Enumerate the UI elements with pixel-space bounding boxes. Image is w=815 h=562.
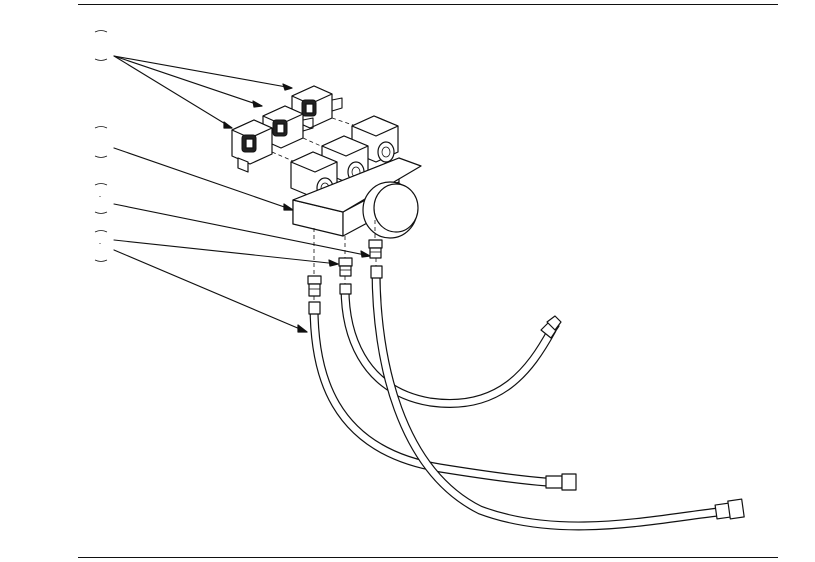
fitting-2: [338, 257, 353, 277]
hose-ferrules: [308, 265, 383, 315]
hose-2: [340, 283, 562, 408]
callout-2: [94, 126, 294, 211]
fitting-1: [307, 275, 322, 297]
coil-connector-1: [231, 119, 273, 173]
assembly-lines-fittings: [313, 220, 376, 276]
callout-3: [94, 183, 371, 258]
callout-1: [94, 30, 293, 129]
pressure-gauge: [362, 181, 419, 239]
hose-3: [371, 265, 745, 531]
bottom-border-rule: [78, 557, 778, 558]
coil-connector-2: [262, 105, 314, 149]
hose-1: [309, 301, 577, 491]
fitting-3: [368, 239, 383, 259]
callout-4: [94, 230, 339, 333]
top-border-rule: [78, 4, 778, 5]
